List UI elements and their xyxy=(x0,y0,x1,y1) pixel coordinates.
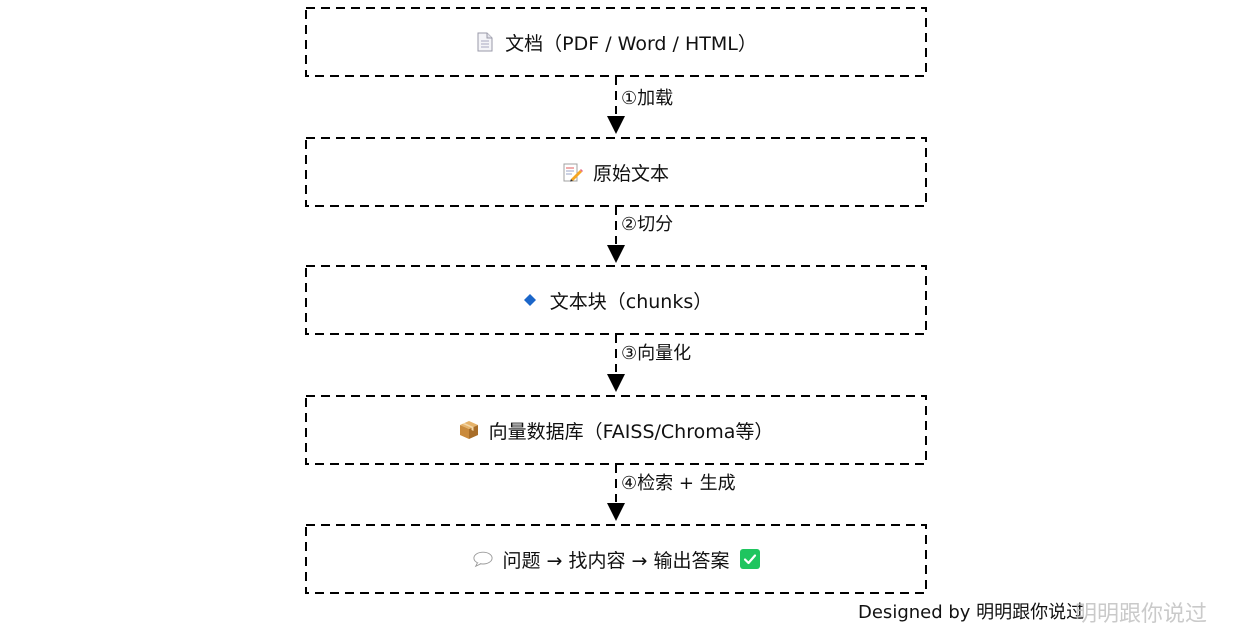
node-label-raw-text: 原始文本 xyxy=(592,162,669,185)
node-label-chunks: 文本块（chunks） xyxy=(549,290,713,313)
node-chunks: 文本块（chunks） xyxy=(306,266,926,334)
edge-label-split: ②切分 xyxy=(621,214,674,235)
node-vector-db: 向量数据库（FAISS/Chroma等） xyxy=(306,396,926,464)
edge-label-load: ①加载 xyxy=(621,88,674,109)
speech-bubble-icon xyxy=(472,549,493,569)
node-border-qa xyxy=(305,524,927,594)
node-label-vector-db: 向量数据库（FAISS/Chroma等） xyxy=(488,420,774,443)
document-icon xyxy=(475,32,495,52)
node-label-question-answer: 问题 → 找内容 → 输出答案 xyxy=(502,549,730,572)
designer-credit: Designed by 明明跟你说过 xyxy=(858,602,1085,623)
blue-diamond-icon xyxy=(520,290,540,310)
edge-arrowhead-split xyxy=(607,245,625,263)
edge-arrowhead-load xyxy=(607,116,625,134)
node-raw-text: 原始文本 xyxy=(306,138,926,206)
edge-label-vectorize: ③向量化 xyxy=(621,343,692,364)
package-box-icon xyxy=(459,420,479,440)
check-mark-icon xyxy=(739,549,760,569)
node-question-answer: 问题 → 找内容 → 输出答案 xyxy=(306,525,926,593)
edge-label-retrieve-generate: ④检索 + 生成 xyxy=(621,473,736,494)
watermark: 明明跟你说过 xyxy=(1075,602,1208,627)
edge-arrowhead-vectorize xyxy=(607,374,625,392)
node-label-documents: 文档（PDF / Word / HTML） xyxy=(505,32,757,55)
edge-arrowhead-retrieve xyxy=(607,503,625,521)
node-documents: 文档（PDF / Word / HTML） xyxy=(306,8,926,76)
memo-pencil-icon xyxy=(563,162,583,182)
